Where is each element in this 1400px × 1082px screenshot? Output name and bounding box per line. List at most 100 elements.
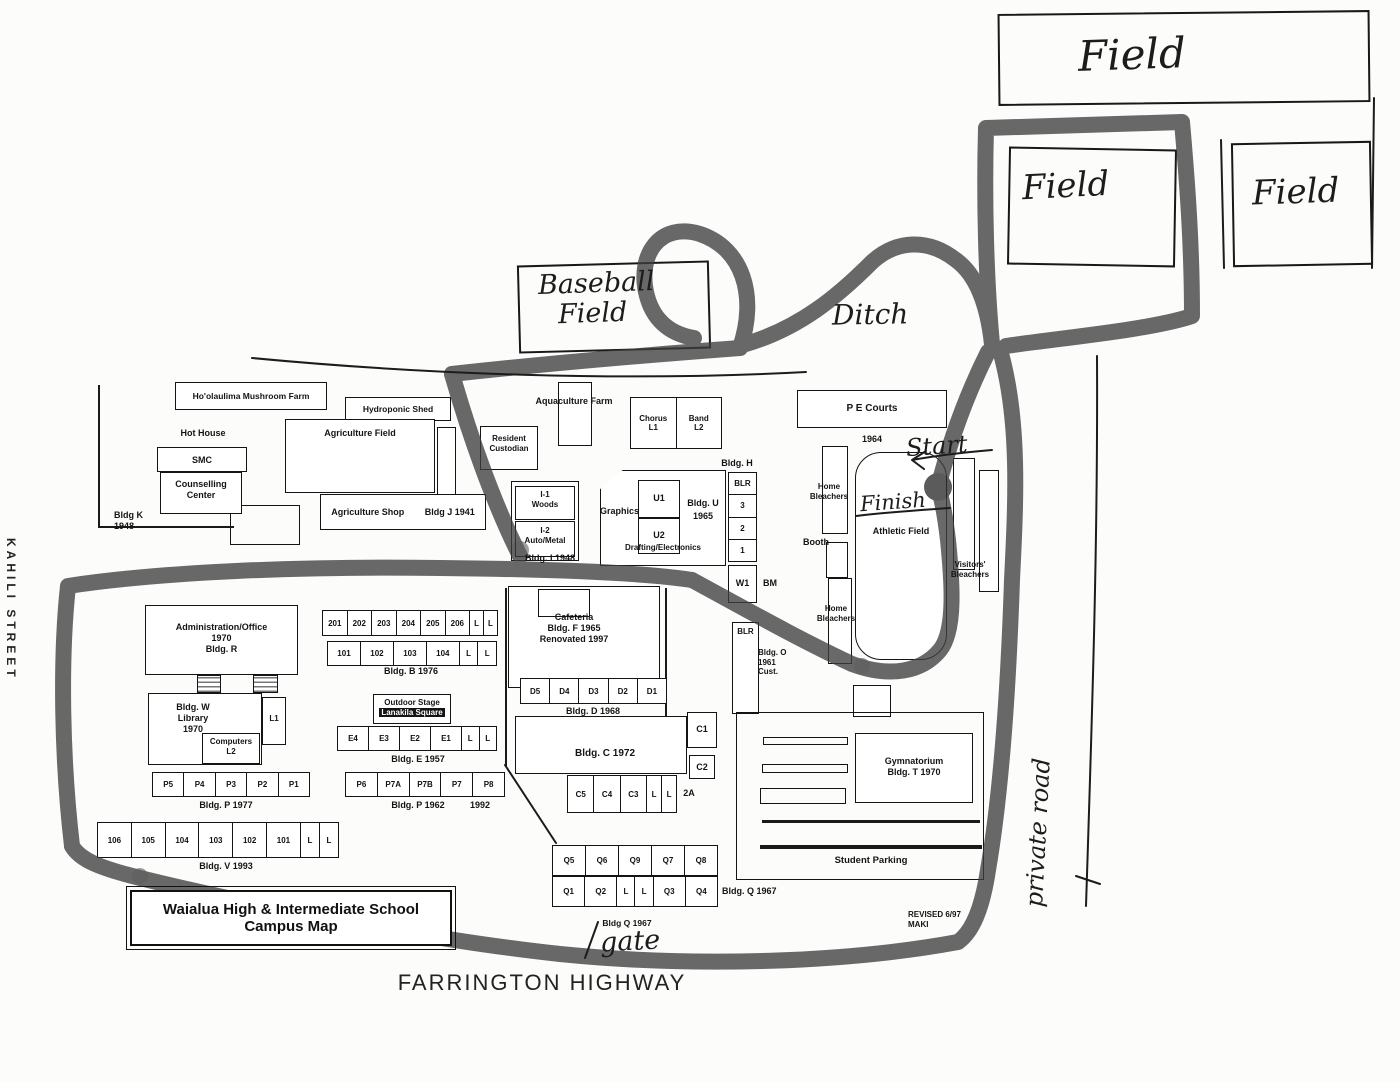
- room-cell: L: [635, 877, 654, 906]
- room-label: W1: [735, 578, 750, 588]
- bldg-k-line1: Bldg K: [114, 510, 143, 520]
- room-label: C2: [696, 762, 708, 772]
- gate-label: gate: [599, 924, 661, 959]
- athletic-field-label: Athletic Field: [872, 526, 930, 536]
- room-u2: [638, 518, 680, 554]
- map-title-line1: Waialua High & Intermediate School: [162, 901, 420, 918]
- cafeteria-line1: Cafeteria: [554, 612, 594, 622]
- ditch-label: Ditch: [831, 297, 909, 332]
- room-2a-label: 2A: [683, 788, 695, 798]
- bldg-k-line2: 1948: [114, 520, 135, 531]
- room-cell: P7B: [410, 773, 442, 796]
- gym-line1: Gymnatorium: [884, 756, 944, 766]
- room-cell: E3: [369, 727, 400, 750]
- room-cell: 202: [348, 611, 373, 635]
- computers-line: Computers: [209, 737, 253, 746]
- street-label-bottom: FARRINGTON HIGHWAY: [397, 970, 687, 995]
- room-cell: 102: [233, 823, 268, 857]
- room-cell: C3: [621, 776, 648, 812]
- stairs: [253, 675, 278, 693]
- bldg-o-line1: Bldg. O: [758, 648, 787, 657]
- room-cell: Q9: [619, 846, 652, 875]
- room-cell: 205: [421, 611, 446, 635]
- room-label: BLR: [737, 627, 754, 636]
- counselling-line1: Counselling: [175, 479, 227, 489]
- bldg-q-label: Bldg. Q 1967: [722, 886, 777, 896]
- boundary-line: [505, 588, 507, 766]
- building-aquaculture: [558, 382, 592, 446]
- room-cell: P1: [288, 780, 299, 789]
- resident-line2: Custodian: [489, 443, 529, 453]
- building-blr-lower: [732, 622, 759, 714]
- note-line2: MAKI: [908, 919, 929, 929]
- boundary-notch: [230, 505, 300, 545]
- bldg-b-label: Bldg. B 1976: [383, 666, 439, 676]
- chorus-label: Chorus: [639, 414, 668, 423]
- building-label: I-2 Auto/Metal: [516, 526, 574, 545]
- room-cell: Q3: [654, 877, 686, 906]
- home-bleachers-lower-label: Home Bleachers: [804, 604, 868, 623]
- baseball-field-label-line1: Baseball: [537, 265, 655, 302]
- resident-line1: Resident: [492, 434, 526, 443]
- room-cell: E1: [431, 727, 462, 750]
- home-lower-line2: Bleachers: [816, 613, 856, 623]
- room-cell: D3: [579, 679, 609, 703]
- parking-line: [760, 845, 982, 849]
- visitors-bleachers-1: [953, 458, 975, 570]
- room-cell: P8: [483, 780, 494, 789]
- room-cell: L: [460, 642, 479, 665]
- chorus-room: Chorus L1: [631, 398, 677, 448]
- stairs: [197, 675, 221, 693]
- building-c: [515, 716, 687, 774]
- room-computers: [202, 733, 260, 764]
- note-line1: REVISED 6/97: [908, 910, 961, 919]
- bldg-p62-label: Bldg. P 1962: [391, 800, 445, 810]
- room-cell: 101: [267, 823, 301, 857]
- room-cell: L: [666, 789, 672, 799]
- finish-label: Finish: [859, 487, 927, 517]
- room-cell: E4: [338, 727, 369, 750]
- room-cell: P6: [346, 773, 378, 796]
- admin-line3: Bldg. R: [205, 643, 238, 654]
- cafeteria-label: Cafeteria Bldg. F 1965 Renovated 1997: [512, 612, 636, 644]
- room-cell: Q6: [586, 846, 619, 875]
- visitors-line2: Bleachers: [950, 569, 990, 579]
- room-cell: P3: [216, 773, 248, 796]
- building-label: I-1 Woods: [516, 490, 574, 509]
- i2-line2: Auto/Metal: [524, 535, 566, 545]
- room-cell: Q4: [696, 887, 707, 896]
- aquaculture-label: Aquaculture Farm: [535, 396, 613, 406]
- band-room: Band L2: [677, 398, 722, 448]
- room-cell: D5: [521, 679, 551, 703]
- computers-label: Computers L2: [203, 737, 259, 756]
- room-cell: L: [485, 734, 491, 743]
- room-u1: [638, 480, 680, 518]
- building-unlabeled: [853, 685, 891, 717]
- chorus-room-number: L1: [648, 423, 658, 432]
- room-cell: P5: [153, 773, 185, 796]
- room-c1: [687, 712, 717, 748]
- room-cell: 106: [98, 823, 132, 857]
- student-parking-label: Student Parking: [834, 855, 908, 866]
- building-agriculture-shop: Agriculture Shop Bldg J 1941: [320, 494, 486, 530]
- bldg-o-line3: Cust.: [758, 667, 778, 677]
- building-counselling-center: [160, 472, 242, 514]
- room-cell: 1: [740, 545, 745, 555]
- room-cell: P4: [184, 773, 216, 796]
- room-cell: 104: [427, 642, 460, 665]
- bldg-o-label: Bldg. O 1961 Cust.: [758, 648, 810, 677]
- room-cell: Q8: [695, 856, 707, 865]
- band-label: Band: [688, 414, 709, 423]
- cafeteria-annex: [538, 589, 590, 617]
- street-label-left: KAHILI STREET: [4, 538, 18, 681]
- boundary-line: [98, 526, 234, 528]
- room-cell: 203: [372, 611, 397, 635]
- building-label: Resident Custodian: [481, 434, 537, 453]
- room-cell: Q5: [553, 846, 586, 875]
- building-label: Counselling Center: [162, 479, 240, 501]
